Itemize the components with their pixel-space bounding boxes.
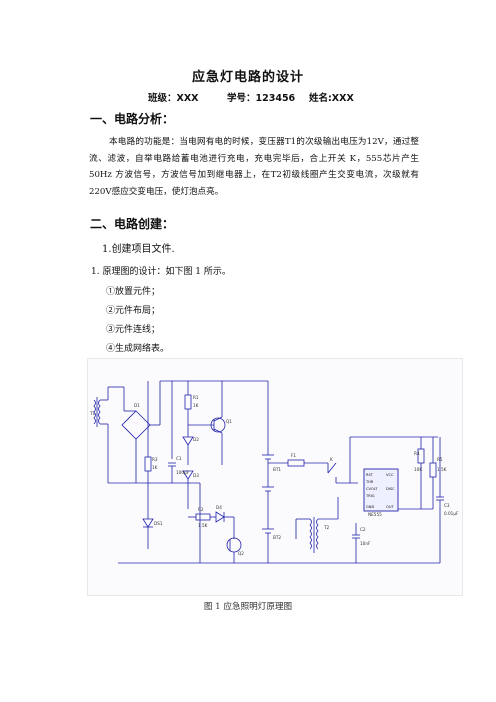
t1-secondary-coil — [98, 399, 101, 425]
bridge-rectifier-d1 — [121, 410, 151, 440]
label-ds1: DS1 — [154, 521, 163, 526]
label-q2: Q2 — [238, 551, 244, 556]
label-c2-value: 10nF — [360, 541, 371, 546]
label-r4: R4 — [414, 451, 420, 456]
diode-d4 — [215, 511, 225, 523]
list-item: ④生成网络表。 — [106, 344, 170, 354]
label-d1: D1 — [134, 403, 140, 408]
label-d4: D4 — [216, 505, 222, 510]
transistor-q2 — [226, 537, 242, 553]
schematic-figure: RST THR CVOLT TRIG GND VCC DISC OUT T1 D… — [87, 358, 463, 596]
label-r2: R2 — [198, 507, 204, 512]
label-d2: D2 — [193, 437, 199, 442]
pin-out: OUT — [386, 505, 394, 509]
label-c3-value: 0.01μF — [444, 511, 459, 516]
led-ds1 — [142, 518, 154, 528]
schematic-diagram: RST THR CVOLT TRIG GND VCC DISC OUT T1 D… — [89, 380, 459, 564]
list-item: ③元件连线； — [106, 325, 161, 335]
student-id: 学号：123456 — [227, 93, 296, 104]
figure-caption: 图 1 应急照明灯原理图 — [203, 602, 293, 612]
pin-thr: THR — [365, 480, 374, 484]
pin-trig: TRIG — [365, 494, 375, 498]
label-d3: D3 — [193, 473, 199, 478]
pin-vcc: VCC — [386, 473, 394, 477]
label-c1-value: 100μF — [176, 470, 190, 475]
student-name: 姓名:XXX — [309, 93, 354, 104]
ne555-chip — [363, 468, 399, 512]
section-heading-analysis: 一、电路分析： — [90, 112, 175, 126]
document-title: 应急灯电路的设计 — [191, 70, 304, 85]
label-fuse: F1 — [291, 453, 296, 458]
class-label: 班级：XXX — [148, 93, 199, 104]
pin-cv: CVOLT — [366, 487, 378, 491]
pin-dis: DISC — [386, 487, 395, 491]
label-c1: C1 — [176, 456, 182, 461]
label-t1: T1 — [89, 411, 96, 416]
list-item: ②元件布局； — [106, 306, 161, 316]
label-c2: C2 — [360, 527, 366, 532]
step-create-project: 1.创建项目文件. — [102, 244, 175, 255]
label-t2: T2 — [323, 525, 330, 530]
section-heading-creation: 二、电路创建： — [90, 217, 175, 231]
label-q1: Q1 — [226, 419, 232, 424]
label-k: K — [330, 457, 333, 462]
t1-primary-coil — [93, 399, 96, 425]
label-ic: NE555 — [368, 512, 382, 517]
pin-gnd: GND — [366, 505, 374, 509]
diode-d3 — [182, 470, 194, 480]
analysis-paragraph: 本电路的功能是：当电网有电的时候，变压器T1的次级输出电压为12V，通过整流、滤… — [89, 137, 419, 197]
label-r2-value: 1.5K — [198, 523, 208, 528]
label-r4-value: 10K — [414, 467, 422, 472]
label-r1-value: 1K — [193, 403, 199, 408]
label-r5-value: 1.5K — [437, 467, 447, 472]
label-r5: R5 — [437, 457, 443, 462]
label-bt2: BT2 — [273, 535, 281, 540]
label-r3-value: 1K — [152, 465, 158, 470]
step-schematic-design: 1. 原理图的设计：如下图 1 所示。 — [91, 267, 231, 277]
pin-rst: RST — [366, 473, 374, 477]
resistor-r5-body — [429, 462, 437, 478]
t2-secondary-coil — [316, 518, 319, 550]
label-r1: R1 — [193, 395, 199, 400]
t2-primary-coil — [309, 518, 312, 550]
label-c3: C3 — [444, 503, 450, 508]
list-item: ①放置元件； — [106, 287, 161, 297]
label-r3: R3 — [152, 457, 158, 462]
label-bt1: BT1 — [273, 467, 281, 472]
zener-d2 — [182, 436, 194, 446]
